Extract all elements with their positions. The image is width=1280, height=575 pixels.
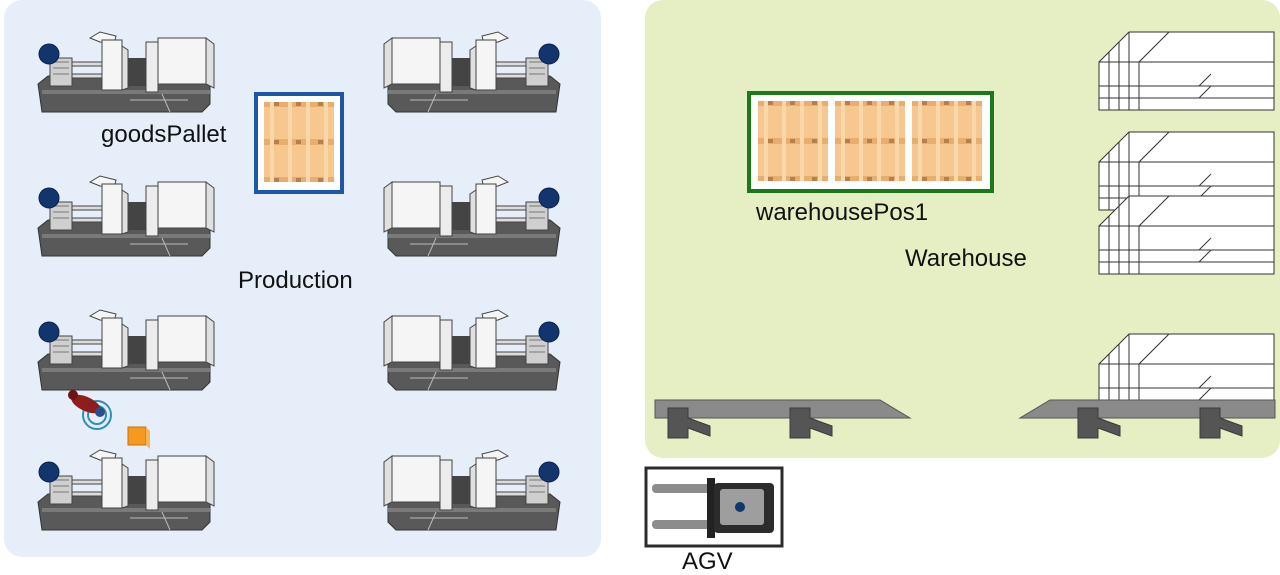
- machine-icon: [37, 175, 215, 257]
- machine-icon: [37, 449, 215, 531]
- machine-icon: [383, 449, 561, 531]
- machine-icon: [383, 309, 561, 391]
- pallet-icon: [758, 101, 828, 181]
- worker-ring: [82, 400, 112, 430]
- agv-forklift-icon[interactable]: [644, 466, 784, 548]
- conveyor-icon: [654, 399, 912, 439]
- pallet-icon: [264, 102, 334, 182]
- storage-rack-icon: [1098, 195, 1275, 275]
- conveyor-icon: [1018, 399, 1276, 439]
- machine-icon: [383, 175, 561, 257]
- pallet-icon: [912, 101, 982, 181]
- machine-icon: [383, 31, 561, 113]
- warehouse-pos-label: warehousePos1: [756, 199, 929, 226]
- machine-icon: [37, 31, 215, 113]
- storage-rack-icon: [1098, 31, 1275, 111]
- machine-icon: [37, 309, 215, 391]
- agv-label: AGV: [682, 548, 733, 575]
- warehouse-label: Warehouse: [905, 245, 1027, 272]
- worker-icon: [68, 390, 105, 417]
- box-icon: [127, 426, 147, 446]
- production-label: Production: [238, 267, 353, 294]
- goods-pallet-label: goodsPallet: [101, 121, 227, 148]
- pallet-icon: [835, 101, 905, 181]
